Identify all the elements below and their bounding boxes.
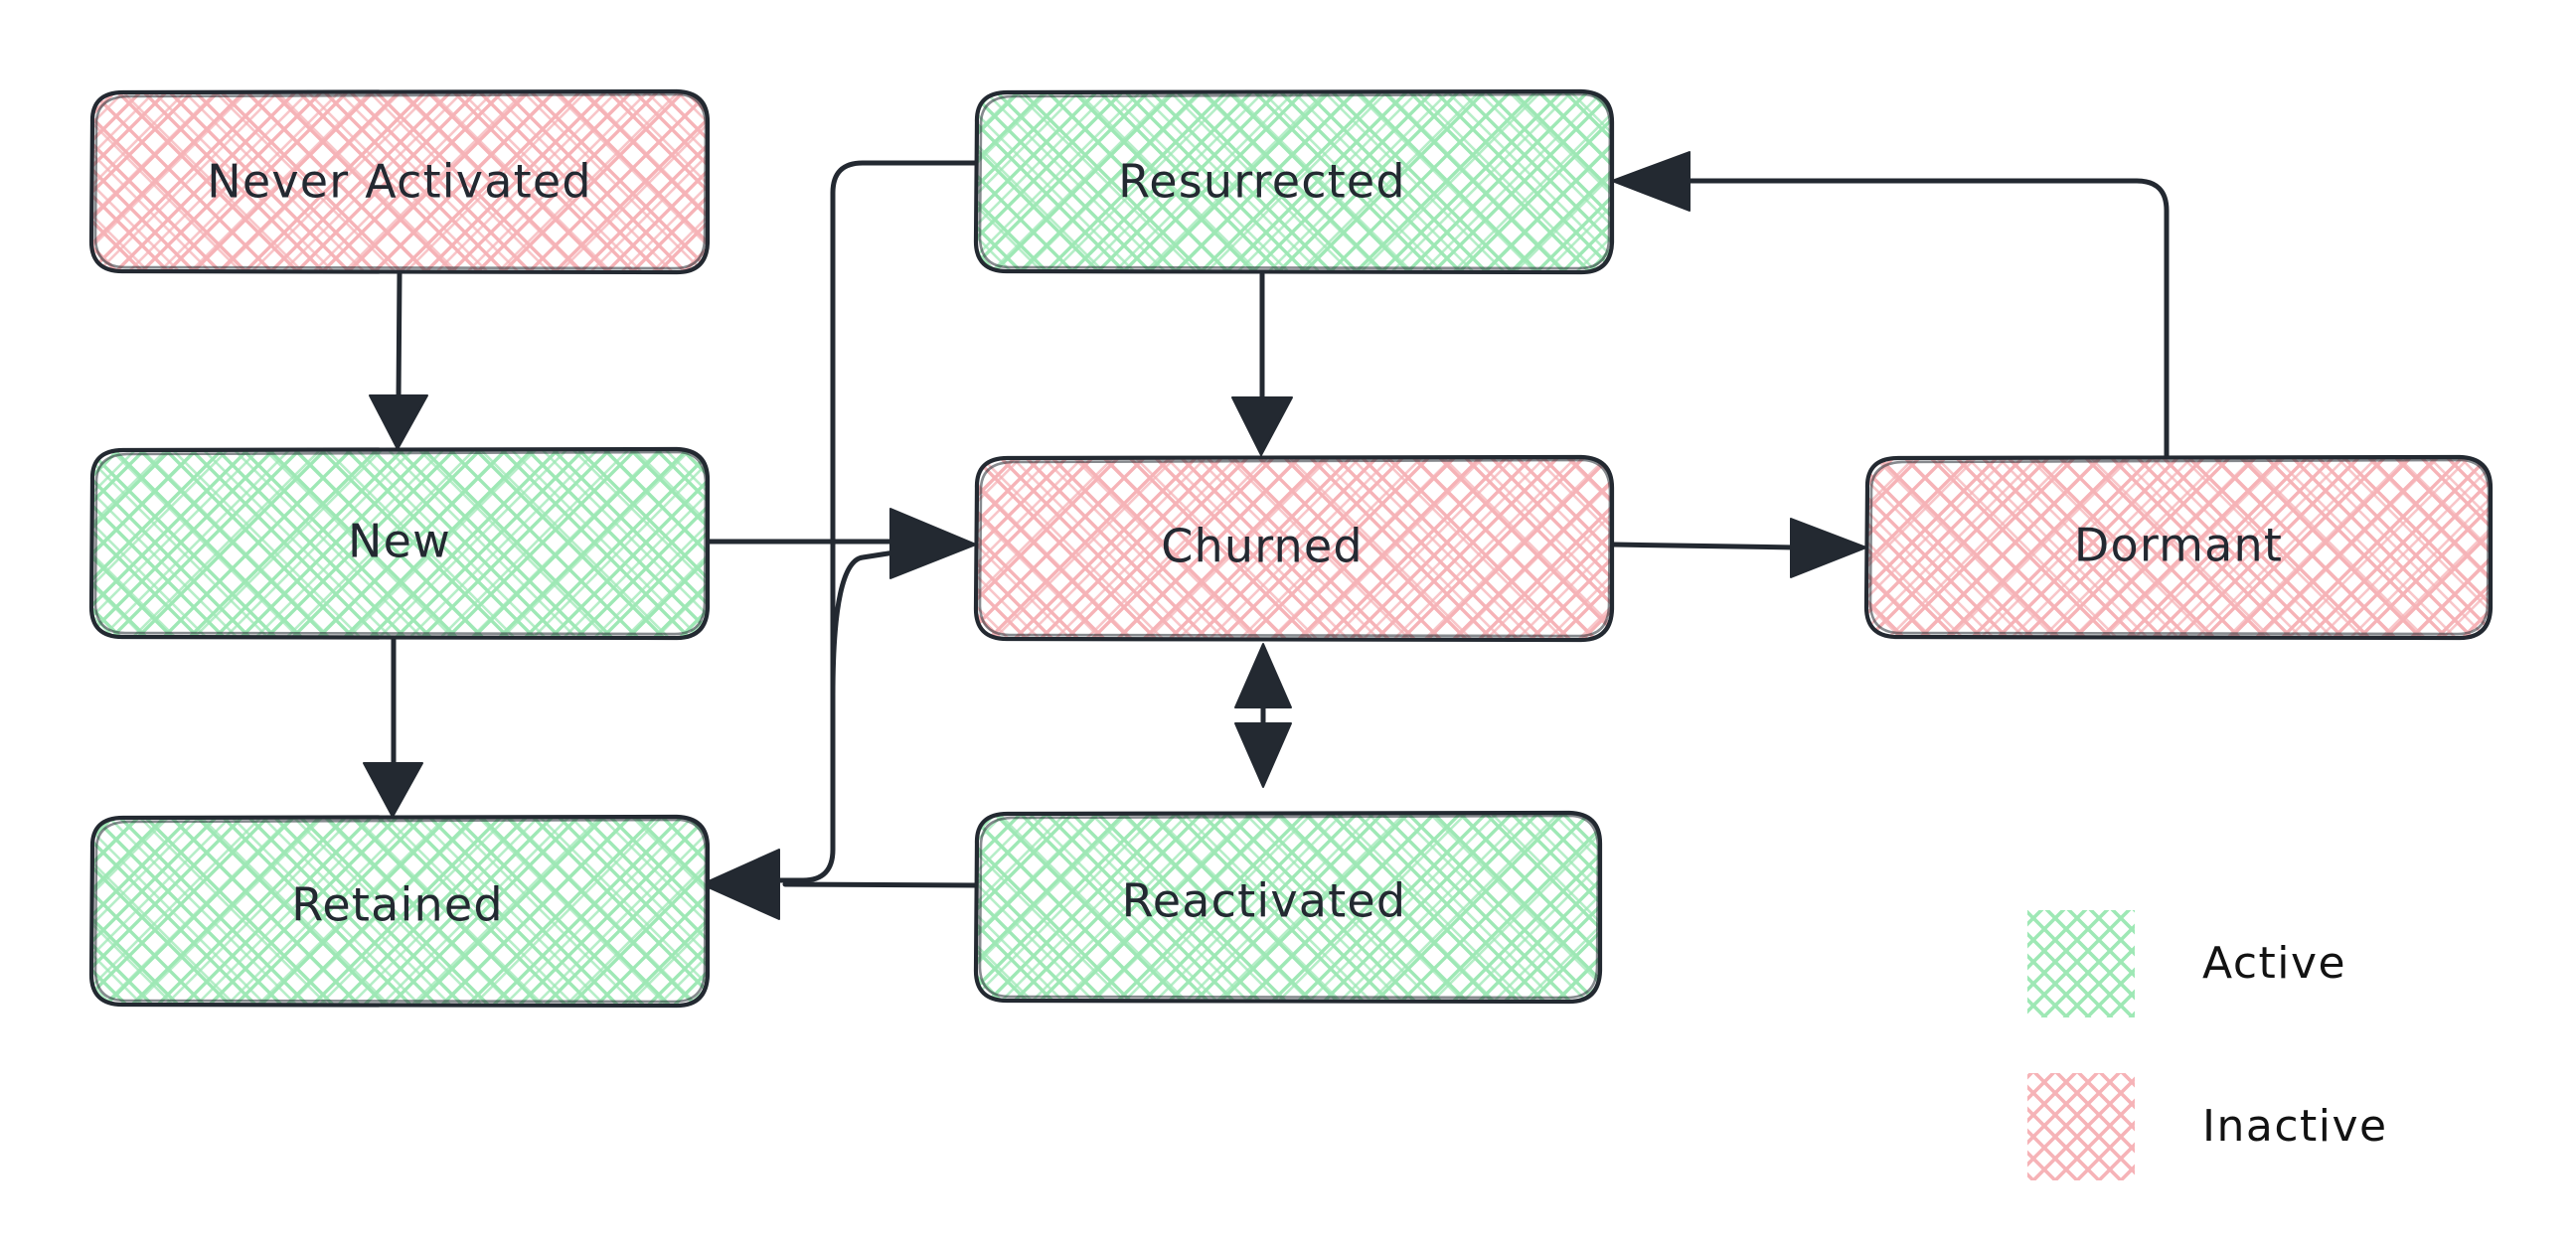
node-new-outline-ghost [93, 450, 708, 636]
node-dormant-label: Dormant [2074, 519, 2283, 572]
node-dormant-fill-overlay [1866, 457, 2491, 638]
node-reactivated-outline-ghost [978, 814, 1600, 1000]
node-dormant-outline [1863, 454, 2494, 641]
node-reactivated-outline [973, 810, 1603, 1005]
node-retained-label: Retained [291, 878, 503, 932]
node-churned-label: Churned [1161, 520, 1364, 573]
node-never-activated-fill-overlay [91, 91, 708, 272]
node-layer: Never Activated Resurrected New [88, 88, 2494, 1009]
node-never-activated-outline [88, 88, 711, 275]
node-resurrected-label: Resurrected [1118, 155, 1406, 209]
node-resurrected-outline [973, 88, 1615, 275]
edge-reactivated-to-churned[interactable] [830, 549, 897, 699]
node-resurrected-fill-overlay [976, 91, 1612, 272]
node-new-outline [88, 446, 711, 641]
edge-arrowhead-into-churned[interactable] [889, 508, 977, 579]
legend-label-active: Active [2202, 938, 2346, 989]
node-new-label: New [348, 515, 451, 568]
node-never-activated[interactable]: Never Activated [88, 88, 711, 275]
node-retained-outline-ghost [93, 818, 708, 1004]
legend-item-active[interactable]: Active [2027, 910, 2346, 1017]
legend-label-inactive: Inactive [2202, 1101, 2388, 1152]
node-resurrected-outline-ghost [978, 92, 1612, 270]
legend-item-inactive[interactable]: Inactive [2027, 1073, 2388, 1180]
node-reactivated-fill-overlay [976, 813, 1600, 1002]
node-dormant[interactable]: Dormant [1863, 454, 2494, 641]
edge-resurrected-to-retained[interactable] [762, 160, 979, 883]
node-churned-outline [973, 454, 1615, 643]
edge-reactivated-to-retained[interactable] [782, 881, 979, 888]
legend-swatch-active [2027, 910, 2135, 1017]
legend-swatch-inactive [2027, 1073, 2135, 1180]
node-never-activated-outline-ghost [93, 92, 708, 270]
node-new-fill-overlay [91, 449, 708, 638]
edge-resurrected-to-churned[interactable] [1231, 271, 1293, 456]
edge-new-to-retained[interactable] [363, 637, 423, 818]
node-reactivated[interactable]: Reactivated [973, 810, 1603, 1005]
node-retained[interactable]: Retained [88, 814, 711, 1009]
node-retained-outline [88, 814, 711, 1009]
edge-churned-to-dormant[interactable] [1611, 518, 1867, 578]
legend: Active Inactive [2027, 910, 2388, 1180]
edge-never-activated-to-new[interactable] [369, 271, 428, 450]
node-churned-fill-overlay [976, 457, 1612, 640]
node-never-activated-label: Never Activated [207, 155, 591, 209]
node-churned[interactable]: Churned [973, 454, 1615, 643]
node-churned-outline-ghost [978, 458, 1612, 638]
edge-layer [363, 151, 2170, 920]
node-retained-fill-overlay [91, 817, 708, 1006]
node-new[interactable]: New [88, 446, 711, 641]
edge-arrowhead-into-retained[interactable] [701, 849, 780, 920]
node-dormant-outline-ghost [1868, 458, 2491, 636]
edge-dormant-to-resurrected[interactable] [1611, 151, 2170, 460]
edge-churned-reactivated-bidirectional[interactable] [1234, 643, 1292, 788]
node-reactivated-label: Reactivated [1122, 874, 1407, 928]
node-resurrected[interactable]: Resurrected [973, 88, 1615, 275]
